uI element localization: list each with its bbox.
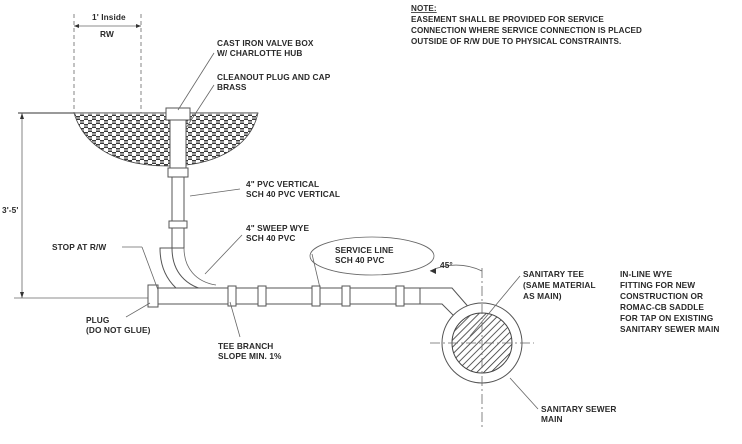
label-pvc-vertical-2: SCH 40 PVC VERTICAL [246,189,340,199]
plug [147,284,159,308]
note-line-1: EASEMENT SHALL BE PROVIDED FOR SERVICE [411,15,604,24]
label-inline-wye-1: IN-LINE WYE [620,269,673,279]
service-pipe [149,287,421,305]
label-cleanout-2: BRASS [217,82,247,92]
label-service-line-2: SCH 40 PVC [335,255,384,265]
leader-stop [141,246,159,291]
label-sanitary-tee-3: AS MAIN) [523,291,562,301]
angle-arc [429,264,483,272]
label-stop: STOP AT R/W [52,242,106,252]
label-inline-wye-3: CONSTRUCTION OR [620,291,703,301]
leader-pvc-vertical [189,188,241,197]
leader-plug [125,302,151,318]
leader-sanitary-tee [469,275,521,337]
valve-box [169,119,187,169]
label-inline-wye-5: FOR TAP ON EXISTING [620,313,713,323]
pipe-joint-2 [257,285,267,307]
pipe-joint-5 [395,285,405,307]
rw-inside-label: 1' Inside [92,12,126,22]
label-inline-wye-6: SANITARY SEWER MAIN [620,324,719,334]
note-line-2: CONNECTION WHERE SERVICE CONNECTION IS P… [411,26,642,35]
depth-label: 3'-5' [2,205,18,215]
label-plug-2: (DO NOT GLUE) [86,325,151,335]
pvc-vertical-pipe [171,176,185,222]
label-tee-branch-1: TEE BRANCH [218,341,273,351]
label-valve-box-1: CAST IRON VALVE BOX [217,38,314,48]
label-inline-wye-2: FITTING FOR NEW [620,280,695,290]
leader-service-line [311,253,321,289]
label-tee-branch-2: SLOPE MIN. 1% [218,351,282,361]
leader-sweep-wye [204,234,243,275]
label-pvc-vertical-1: 4" PVC VERTICAL [246,179,319,189]
pvc-vertical-lower [171,227,185,249]
label-plug-1: PLUG [86,315,109,325]
label-sanitary-tee-2: (SAME MATERIAL [523,280,596,290]
leader-sewer-main [509,377,539,410]
sweep-wye-inner [183,247,217,286]
pipe-joint-3 [311,285,321,307]
note-heading: NOTE: [411,4,437,13]
pipe-joint-4 [341,285,351,307]
label-sanitary-tee-1: SANITARY TEE [523,269,584,279]
pipe-joint-1 [227,285,237,307]
label-inline-wye-4: ROMAC-CB SADDLE [620,302,704,312]
cleanout-cap [167,167,189,178]
leader-cleanout [185,84,215,129]
label-sewer-main-2: MAIN [541,414,563,424]
pvc-coupling [168,220,188,229]
soil-section [73,112,259,167]
leader-valve-box [177,52,215,111]
label-sweep-wye-2: SCH 40 PVC [246,233,295,243]
rw-label: RW [100,29,114,39]
label-valve-box-2: W/ CHARLOTTE HUB [217,48,302,58]
label-cleanout-1: CLEANOUT PLUG AND CAP [217,72,331,82]
label-service-line-1: SERVICE LINE [335,245,394,255]
angle-arrow [430,268,436,274]
label-sewer-main-1: SANITARY SEWER [541,404,616,414]
angle-label: 45° [440,260,453,270]
note-line-3: OUTSIDE OF R/W DUE TO PHYSICAL CONSTRAIN… [411,37,621,46]
label-sweep-wye-1: 4" SWEEP WYE [246,223,309,233]
service-line-callout [309,236,435,276]
leader-tee-branch [229,301,241,338]
